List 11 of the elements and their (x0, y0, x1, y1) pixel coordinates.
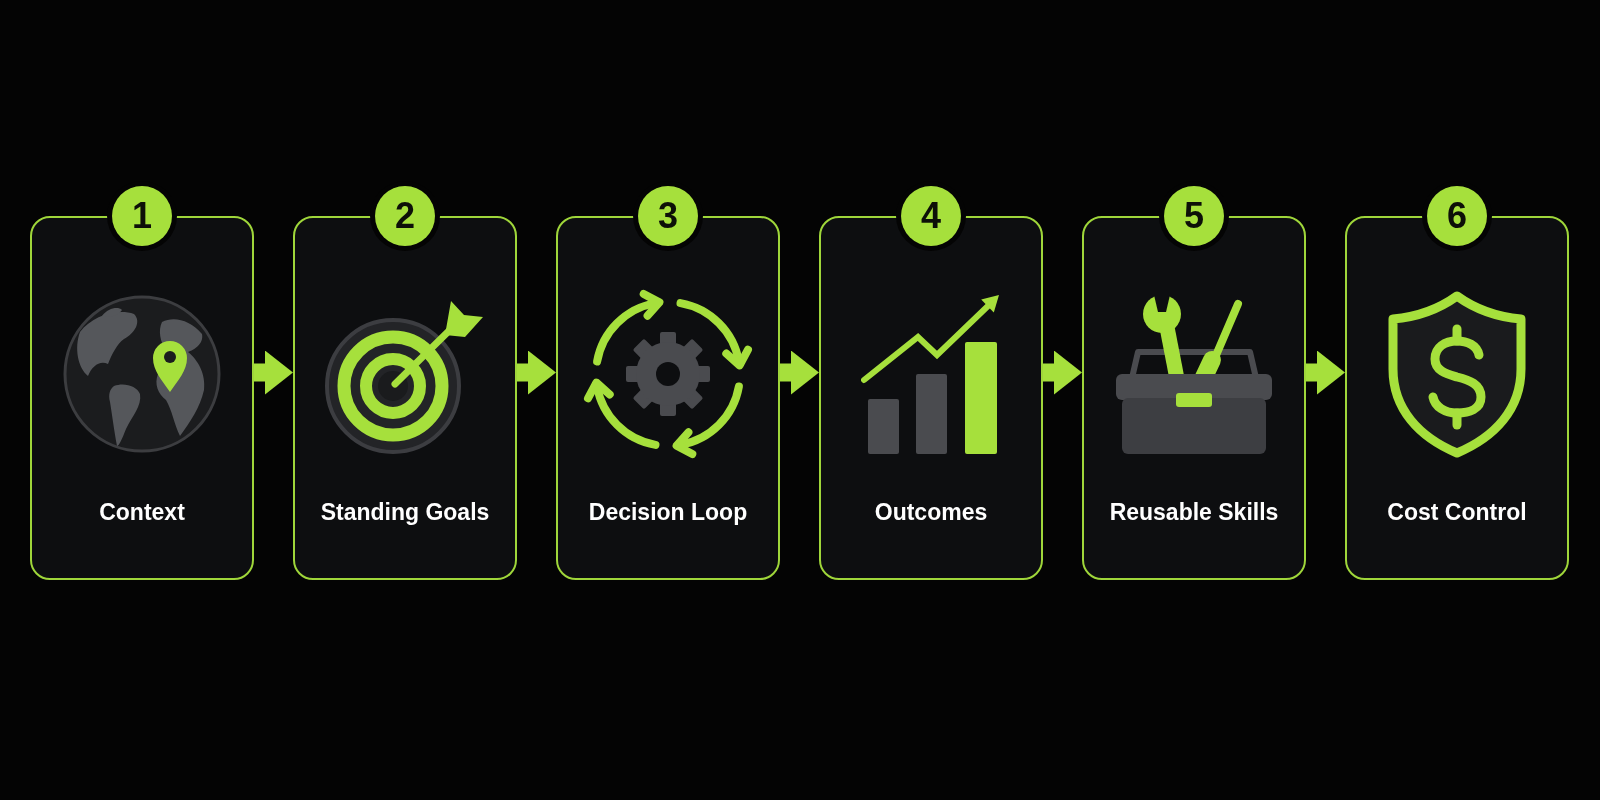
arrow (517, 350, 556, 395)
step-label: Standing Goals (319, 498, 491, 526)
step-label: Outcomes (873, 498, 989, 526)
step-label: Context (98, 498, 186, 526)
arrow (1043, 350, 1082, 395)
step-label: Reusable Skills (1108, 498, 1280, 526)
step-label: Decision Loop (587, 498, 749, 526)
arrow (780, 350, 819, 395)
arrow (254, 350, 293, 395)
arrow (1306, 350, 1345, 395)
step-label: Cost Control (1386, 498, 1528, 526)
